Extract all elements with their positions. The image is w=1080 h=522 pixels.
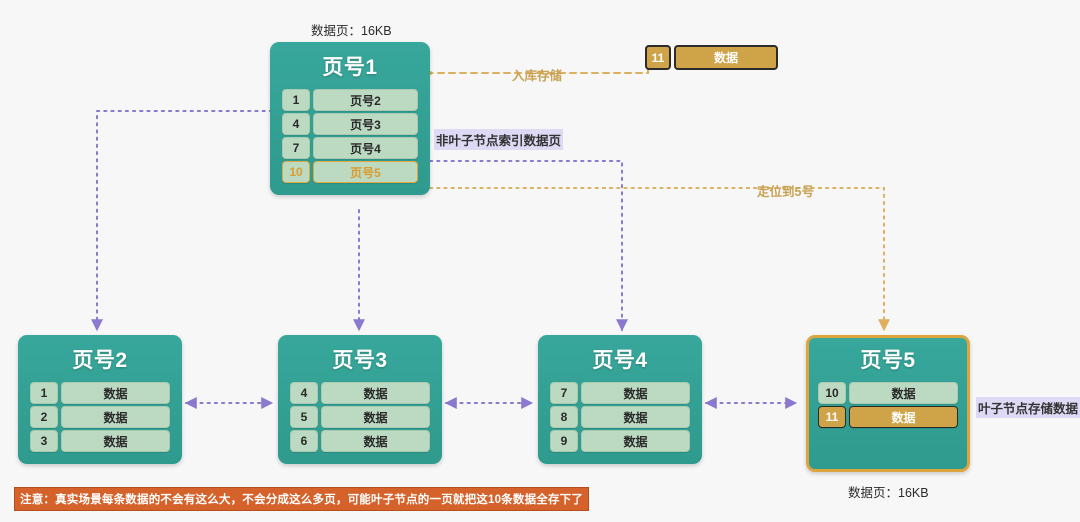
table-row[interactable]: 10 数据	[818, 382, 958, 405]
row-key: 4	[290, 382, 318, 405]
row-key: 8	[550, 406, 578, 429]
table-row[interactable]: 8 数据	[550, 406, 690, 429]
table-row-highlighted[interactable]: 11 数据	[818, 406, 958, 429]
row-value: 页号5	[313, 161, 418, 184]
row-key: 10	[818, 382, 846, 405]
leaf-2-rows: 1 数据 2 数据 3 数据	[30, 382, 170, 453]
caption-root-page-size: 数据页：16KB	[311, 24, 392, 38]
row-value: 数据	[61, 382, 170, 405]
table-row[interactable]: 4 数据	[290, 382, 430, 405]
row-value: 数据	[849, 406, 958, 429]
incoming-record-chip[interactable]: 11 数据	[645, 45, 778, 70]
row-value: 数据	[581, 430, 690, 453]
row-key: 1	[282, 89, 310, 112]
table-row[interactable]: 3 数据	[30, 430, 170, 453]
row-value: 页号2	[313, 89, 418, 112]
row-value: 页号3	[313, 113, 418, 136]
table-row[interactable]: 1 数据	[30, 382, 170, 405]
row-key: 7	[282, 137, 310, 160]
leaf-5-rows: 10 数据 11 数据	[818, 382, 958, 429]
row-key: 11	[818, 406, 846, 429]
row-key: 2	[30, 406, 58, 429]
table-row-highlighted[interactable]: 10 页号5	[282, 161, 418, 184]
label-leaf-stores-data: 叶子节点存储数据	[976, 397, 1080, 418]
row-value: 页号4	[313, 137, 418, 160]
row-key: 7	[550, 382, 578, 405]
row-key: 10	[282, 161, 310, 184]
note-banner: 注意：真实场景每条数据的不会有这么大，不会分成这么多页，可能叶子节点的一页就把这…	[14, 487, 590, 511]
row-key: 5	[290, 406, 318, 429]
table-row[interactable]: 5 数据	[290, 406, 430, 429]
caption-leaf-page-size: 数据页：16KB	[848, 486, 929, 500]
row-value: 数据	[581, 382, 690, 405]
page-node-root[interactable]: 页号1 1 页号2 4 页号3 7 页号4 10 页号5	[270, 42, 430, 196]
row-key: 9	[550, 430, 578, 453]
table-row[interactable]: 9 数据	[550, 430, 690, 453]
row-key: 6	[290, 430, 318, 453]
row-value: 数据	[581, 406, 690, 429]
page-node-leaf-5[interactable]: 页号5 10 数据 11 数据	[806, 335, 970, 472]
label-nonleaf-index: 非叶子节点索引数据页	[434, 129, 564, 150]
record-value: 数据	[674, 45, 778, 70]
page-node-leaf-3[interactable]: 页号3 4 数据 5 数据 6 数据	[278, 335, 442, 465]
page-node-leaf-4[interactable]: 页号4 7 数据 8 数据 9 数据	[538, 335, 702, 465]
record-key: 11	[645, 45, 671, 70]
page-title-leaf-3: 页号3	[332, 349, 388, 372]
page-title-leaf-2: 页号2	[72, 349, 128, 372]
page-title-leaf-4: 页号4	[592, 349, 648, 372]
row-value: 数据	[61, 406, 170, 429]
leaf-3-rows: 4 数据 5 数据 6 数据	[290, 382, 430, 453]
leaf-4-rows: 7 数据 8 数据 9 数据	[550, 382, 690, 453]
page-title-leaf-5: 页号5	[860, 349, 916, 372]
table-row[interactable]: 7 页号4	[282, 137, 418, 160]
row-value: 数据	[321, 406, 430, 429]
page-node-leaf-2[interactable]: 页号2 1 数据 2 数据 3 数据	[18, 335, 182, 465]
table-row[interactable]: 6 数据	[290, 430, 430, 453]
row-value: 数据	[61, 430, 170, 453]
row-value: 数据	[321, 382, 430, 405]
row-value: 数据	[321, 430, 430, 453]
table-row[interactable]: 7 数据	[550, 382, 690, 405]
table-row[interactable]: 4 页号3	[282, 113, 418, 136]
root-entry-rows: 1 页号2 4 页号3 7 页号4 10 页号5	[282, 89, 418, 184]
label-locate-page5: 定位到5号	[757, 185, 814, 199]
row-key: 3	[30, 430, 58, 453]
row-key: 1	[30, 382, 58, 405]
label-insert-flow: 入库存储	[512, 69, 563, 83]
table-row[interactable]: 1 页号2	[282, 89, 418, 112]
row-key: 4	[282, 113, 310, 136]
table-row[interactable]: 2 数据	[30, 406, 170, 429]
row-value: 数据	[849, 382, 958, 405]
page-title-root: 页号1	[322, 56, 378, 79]
